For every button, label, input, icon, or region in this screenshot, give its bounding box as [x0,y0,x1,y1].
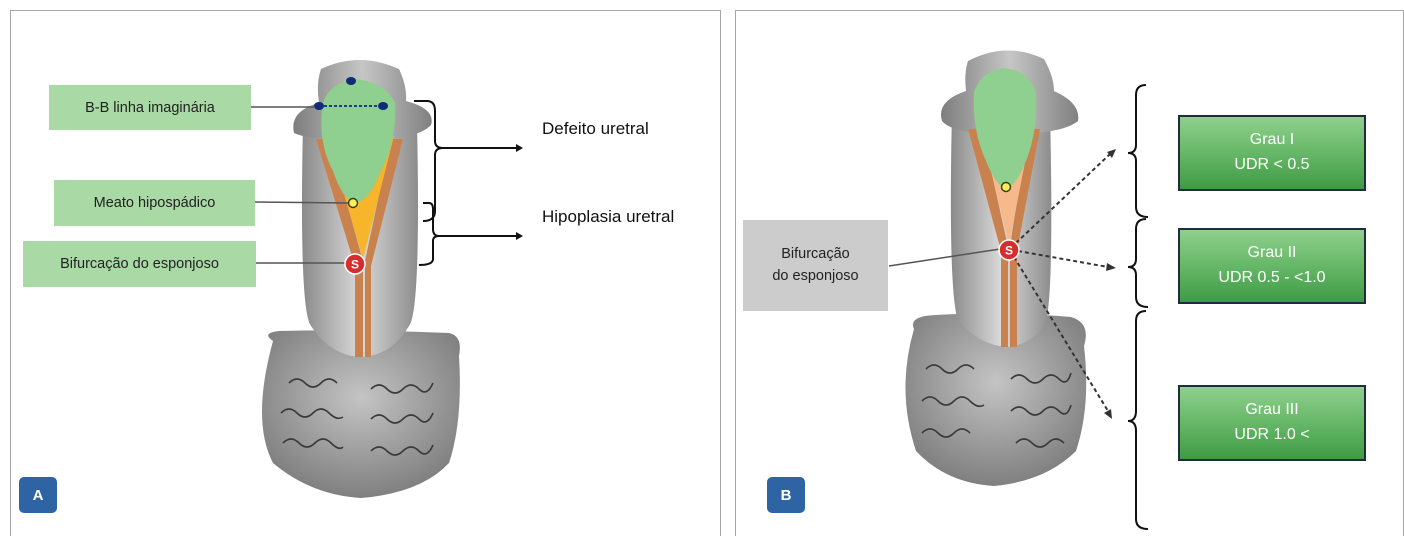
spongiosum-right [1010,129,1040,347]
panel-a: B-B linha imaginária Meato hipospádico B… [10,10,721,536]
penis-diagram-a [251,60,523,498]
grade-3-box: Grau III UDR 1.0 < [1178,385,1366,461]
spongiosum-bifurcation-marker-b: S [998,239,1020,261]
spongiosum-left [968,129,1008,347]
leader-bifurcation [888,248,1001,267]
scrotum [905,313,1087,486]
arrow-defeito [516,144,523,152]
hipoplasia-uretral-text: Hipoplasia uretral [542,207,675,226]
svg-text:S: S [1005,244,1013,258]
panel-b: Bifurcação do esponjoso S Grau I UDR < 0… [735,10,1404,536]
label-bifurcation-b: Bifurcação do esponjoso [743,220,888,311]
dotted-arrow-grade2 [1017,250,1109,268]
brace-grade2 [1127,218,1149,308]
brace-grade3 [1127,310,1149,530]
svg-text:S: S [351,258,359,272]
arrow-hipoplasia [516,232,523,240]
spongiosum-right [365,139,403,357]
label-bifurcation: Bifurcação do esponjoso [23,241,256,287]
bb-dot-left [314,102,324,110]
scrotum-folds [921,364,1072,448]
scrotum-folds [280,378,434,456]
brace-hipoplasia [418,202,516,266]
spongiosum-bifurcation-marker-a: S [344,253,366,275]
scrotum [262,330,460,498]
label-bb-line: B-B linha imaginária [49,85,251,130]
meatus-dot [347,197,359,209]
label-meatus: Meato hipospádico [54,180,255,226]
grade-1-box: Grau I UDR < 0.5 [1178,115,1366,191]
glans-green-area [973,68,1037,189]
leader-meatus [254,201,349,204]
brace-grade1 [1127,84,1149,218]
bb-dot-top [346,77,356,85]
defeito-uretral-text: Defeito uretral [542,119,649,138]
penis-diagram-b [888,50,1149,530]
bb-dot-right [378,102,388,110]
dotted-arrow-grade3 [1013,256,1109,412]
glans-defect-area [321,79,396,203]
meatus-dot [1000,181,1012,193]
dotted-arrow-grade1 [1015,153,1111,244]
brace-defeito [414,100,516,222]
grade-2-box: Grau II UDR 0.5 - <1.0 [1178,228,1366,304]
panel-a-badge: A [19,477,57,513]
panel-b-badge: B [767,477,805,513]
